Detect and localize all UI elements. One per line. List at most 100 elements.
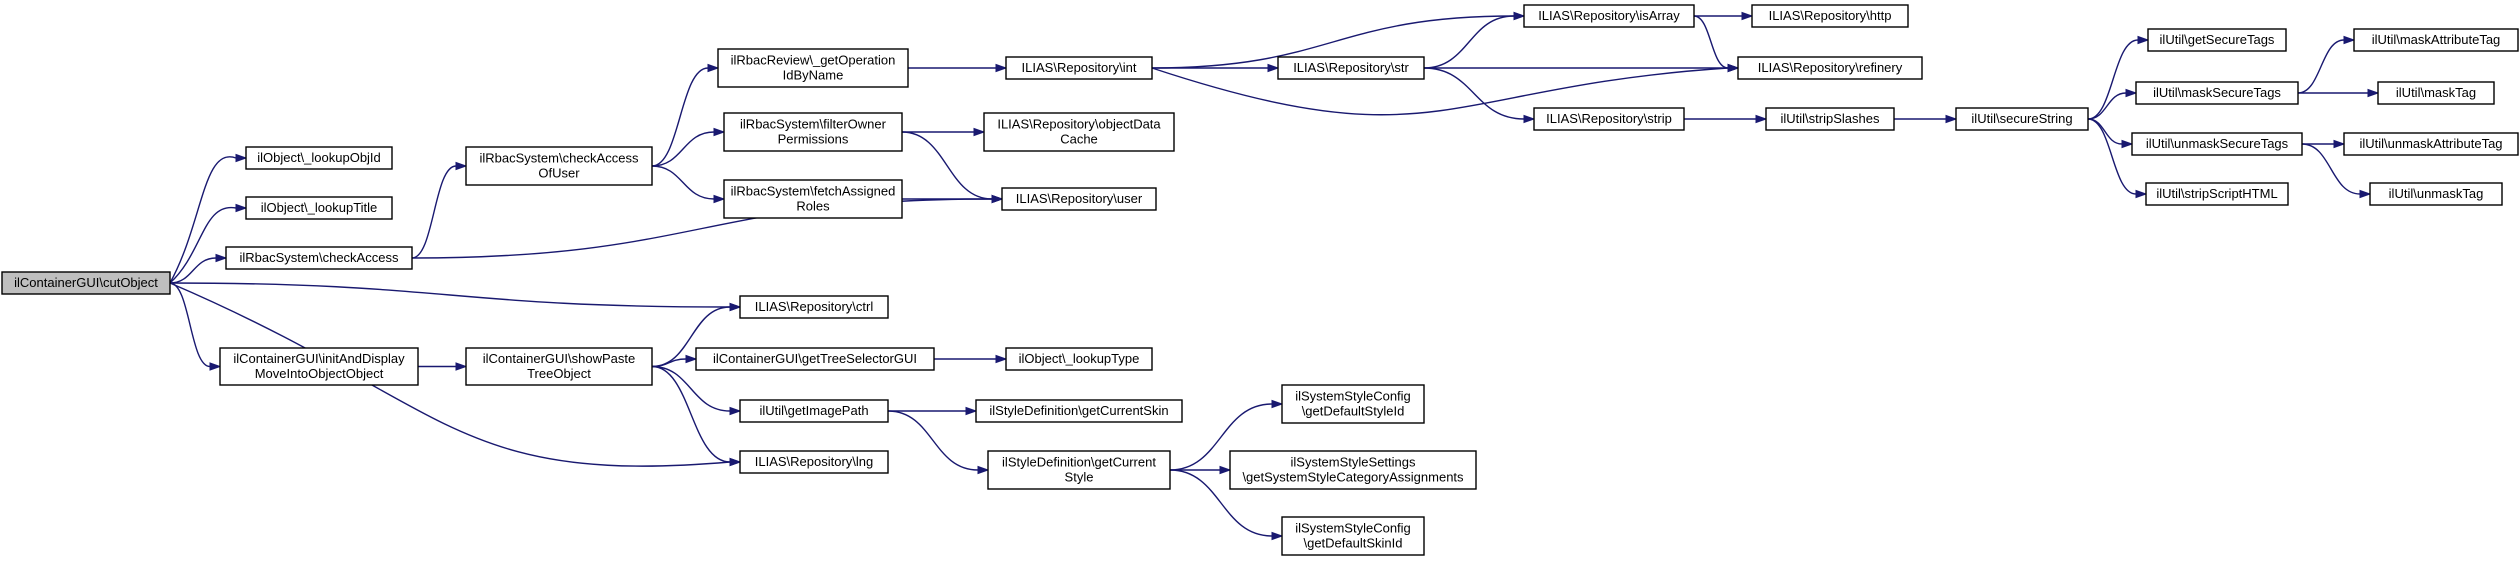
node-box [2353,28,2519,52]
node-unmaskSecureTags[interactable]: ilUtil\unmaskSecureTags [2131,132,2303,156]
node-stripSlashes[interactable]: ilUtil\stripSlashes [1765,107,1895,131]
node-repoStrip[interactable]: ILIAS\Repository\strip [1533,107,1685,131]
node-box [225,246,413,270]
arrowhead-icon [729,406,742,416]
node-label: ilUtil\maskSecureTags [2153,85,2281,100]
arrowhead-icon [2125,88,2138,98]
node-label: TreeObject [527,366,591,381]
node-unmaskAttributeTag[interactable]: ilUtil\unmaskAttributeTag [2343,132,2519,156]
edge-line [2087,92,2127,120]
edge-secureString-to-maskSecureTags [2087,88,2138,120]
edge-line [901,131,993,200]
arrowhead-icon [995,63,1008,73]
node-maskSecureTags[interactable]: ilUtil\maskSecureTags [2135,81,2299,105]
edge-line [1423,15,1515,69]
arrowhead-icon [977,465,990,475]
node-repoUser[interactable]: ILIAS\Repository\user [1001,187,1157,211]
node-maskTag[interactable]: ilUtil\maskTag [2377,81,2495,105]
arrowhead-icon [1219,465,1232,475]
node-getDefaultSkinId[interactable]: ilSystemStyleConfig\getDefaultSkinId [1281,516,1425,556]
node-label: ilContainerGUI\cutObject [14,275,158,290]
edge-line [169,156,237,284]
node-box [1005,56,1153,80]
arrowhead-icon [1741,11,1754,21]
node-root[interactable]: ilContainerGUI\cutObject [1,271,171,295]
node-repoLng[interactable]: ILIAS\Repository\lng [739,450,889,474]
node-lookupTitle[interactable]: ilObject\_lookupTitle [245,196,393,220]
node-getDefaultStyleId[interactable]: ilSystemStyleConfig\getDefaultStyleId [1281,384,1425,424]
node-label: \getDefaultStyleId [1302,404,1405,419]
node-label: ilSystemStyleConfig [1295,389,1411,404]
node-initAndDisplay[interactable]: ilContainerGUI\initAndDisplayMoveIntoObj… [219,347,419,386]
node-repoRefinery[interactable]: ILIAS\Repository\refinery [1737,56,1923,80]
node-label: ilStyleDefinition\getCurrentSkin [989,403,1168,418]
node-label: ilRbacSystem\checkAccess [240,250,399,265]
node-stripScriptHTML[interactable]: ilUtil\stripScriptHTML [2145,182,2289,206]
node-checkAccess[interactable]: ilRbacSystem\checkAccess [225,246,413,270]
node-label: ilStyleDefinition\getCurrent [1002,455,1156,470]
edge-showPasteTreeObject-to-getImagePath [651,365,742,416]
arrowhead-icon [1271,399,1284,409]
node-box [1523,4,1695,28]
node-box [465,347,653,386]
arrowhead-icon [455,362,468,371]
node-box [1281,384,1425,424]
node-label: ilRbacSystem\checkAccess [480,151,639,166]
node-label: ilRbacSystem\filterOwner [740,117,887,132]
edge-line [169,282,731,467]
arrowhead-icon [991,194,1004,204]
edge-filterOwnerPermissions-to-repoObjectDataCache [902,127,986,137]
edge-line [651,165,715,200]
edge-maskSecureTags-to-maskTag [2298,88,2380,98]
arrowhead-icon [2135,189,2148,199]
node-label: ILIAS\Repository\objectData [997,117,1161,132]
node-getSecureTags[interactable]: ilUtil\getSecureTags [2147,28,2287,52]
node-label: \getSystemStyleCategoryAssignments [1242,470,1464,485]
node-lookupType[interactable]: ilObject\_lookupType [1005,347,1153,371]
node-box [723,112,903,152]
node-getSystemStyleCategoryAssignments[interactable]: ilSystemStyleSettings\getSystemStyleCate… [1229,450,1477,490]
arrowhead-icon [235,153,248,163]
node-maskAttributeTag[interactable]: ilUtil\maskAttributeTag [2353,28,2519,52]
node-lookupObjId[interactable]: ilObject\_lookupObjId [245,146,393,170]
node-box [983,112,1175,152]
edge-line [887,410,979,471]
node-repoStr[interactable]: ILIAS\Repository\str [1277,56,1425,80]
node-label: ilUtil\unmaskTag [2389,186,2484,201]
node-repoHttp[interactable]: ILIAS\Repository\http [1751,4,1909,28]
node-box [2377,81,2495,105]
edge-line [1169,469,1273,537]
edge-showPasteTreeObject-to-repoLng [651,365,742,467]
node-label: ilObject\_lookupTitle [261,200,378,215]
node-repoCtrl[interactable]: ILIAS\Repository\ctrl [739,295,889,319]
edge-secureString-to-stripScriptHTML [2087,118,2148,199]
node-repoIsArray[interactable]: ILIAS\Repository\isArray [1523,4,1695,28]
node-getImagePath[interactable]: ilUtil\getImagePath [739,399,889,423]
edge-maskSecureTags-to-maskAttributeTag [2297,35,2356,94]
arrowhead-icon [1267,63,1280,73]
edge-fetchAssignedRoles-to-repoUser [902,194,1004,204]
arrowhead-icon [2359,189,2372,199]
node-unmaskTag[interactable]: ilUtil\unmaskTag [2369,182,2503,206]
node-label: ILIAS\Repository\int [1022,60,1137,75]
node-secureString[interactable]: ilUtil\secureString [1955,107,2089,131]
arrowhead-icon [2343,35,2356,45]
node-label: Permissions [778,132,849,147]
edge-line [651,365,731,463]
edge-repoStr-to-repoIsArray [1423,11,1526,69]
edge-line [1169,403,1273,471]
edge-line [2087,39,2139,120]
node-getTreeSelectorGUI[interactable]: ilContainerGUI\getTreeSelectorGUI [695,347,935,371]
node-label: ilObject\_lookupObjId [257,150,381,165]
node-repoInt[interactable]: ILIAS\Repository\int [1005,56,1153,80]
edge-checkAccess-to-checkAccessOfUser [411,161,468,259]
edge-getCurrentStyle-to-getDefaultStyleId [1169,399,1284,471]
node-getCurrentSkin[interactable]: ilStyleDefinition\getCurrentSkin [975,399,1183,423]
